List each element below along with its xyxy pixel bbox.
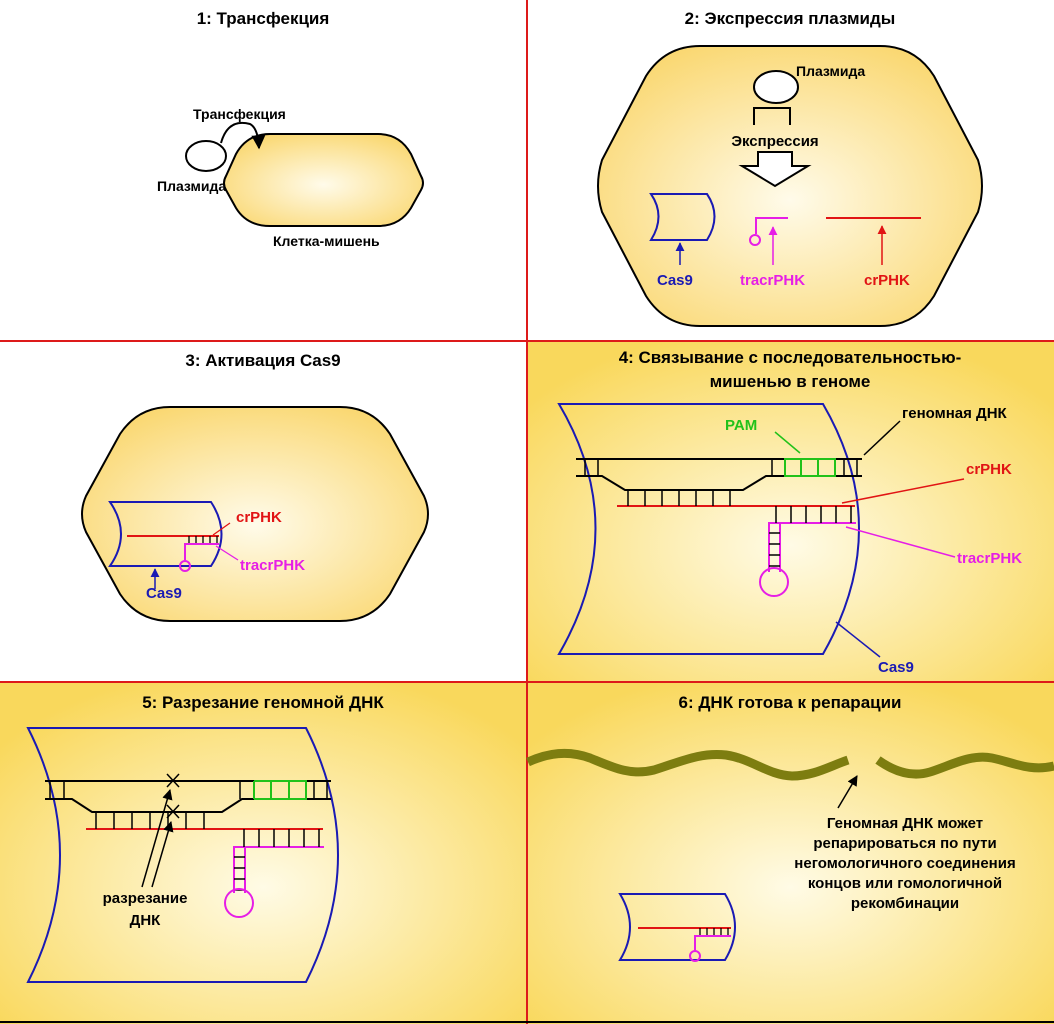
panel-4-title-line2: мишенью в геноме <box>710 372 871 391</box>
dna-broken-left <box>526 748 850 781</box>
activated-cell <box>81 406 429 622</box>
tracr-label-3: tracrPHK <box>240 557 305 574</box>
pam-rungs <box>784 458 836 477</box>
cr-tracr-pairs-5 <box>243 829 320 847</box>
repair-text-line4: концов или гомологичной <box>808 875 1002 892</box>
expression-label: Экспрессия <box>731 133 818 150</box>
dna-rungs-5 <box>49 781 328 799</box>
cr-label-4: crPHK <box>966 461 1012 478</box>
panel-1-title: 1: Трансфекция <box>197 9 330 28</box>
repair-text-line2: репарироваться по пути <box>813 835 996 852</box>
tracr-label-4: tracrPHK <box>957 550 1022 567</box>
cr-label: crPHK <box>864 272 910 289</box>
cut-mark-top <box>166 773 180 788</box>
cr-pointer-3 <box>212 522 231 536</box>
tracr-pointer-4 <box>845 526 956 558</box>
cas9-label-4: Cas9 <box>878 659 914 676</box>
tracr-loop <box>749 234 761 246</box>
cas9-protein <box>649 193 716 241</box>
pam-label: PAM <box>725 417 757 434</box>
panel-3-title: 3: Активация Cas9 <box>185 351 340 370</box>
cas9-pointer-4 <box>835 621 881 658</box>
pam-pointer <box>774 431 801 454</box>
expression-bracket <box>753 107 791 125</box>
expressing-cell <box>597 45 983 327</box>
plasmid-label: Плазмида <box>157 178 226 194</box>
panel-4: 4: Связывание с последовательностью- миш… <box>557 348 1022 676</box>
cas9-large-5 <box>26 727 339 983</box>
panel-6: 6: ДНК готова к репарации Геномная ДНК м… <box>526 693 1054 962</box>
repair-text-line1: Геномная ДНК может <box>827 815 983 832</box>
tracr-loop-3 <box>179 560 191 572</box>
tracr-label: tracrPHK <box>740 272 805 289</box>
expression-arrow <box>738 151 812 188</box>
break-pointer <box>837 775 858 809</box>
plasmid-ellipse <box>185 140 227 172</box>
panel-6-title: 6: ДНК готова к репарации <box>678 693 901 712</box>
tracr-loop-6 <box>689 950 701 962</box>
target-cell-label: Клетка-мишень <box>273 233 380 249</box>
tracr-loop-5 <box>224 888 254 918</box>
cut-label-line1: разрезание <box>103 890 188 907</box>
cut-pointer-top <box>141 788 173 888</box>
cr-tracr-pairs <box>775 506 852 523</box>
cr-dna-pairs <box>627 490 731 506</box>
panel-1: 1: Трансфекция Трансфекция Плазмида Клет… <box>157 9 424 249</box>
plasmid-ellipse-2 <box>753 70 799 104</box>
panel-2-title: 2: Экспрессия плазмиды <box>685 9 896 28</box>
cut-pointer-bottom <box>151 820 174 888</box>
panel-5-title: 5: Разрезание геномной ДНК <box>142 693 384 712</box>
tracr-loop-4 <box>759 567 789 597</box>
cr-dna-pairs-5 <box>95 812 205 829</box>
cr-label-3: crPHK <box>236 509 282 526</box>
released-cas9 <box>618 893 736 961</box>
dna-rungs-4 <box>584 459 858 476</box>
genomic-dna-label: геномная ДНК <box>902 405 1008 422</box>
panel-3: 3: Активация Cas9 crPHK tracrPHK Cas9 <box>81 351 429 622</box>
hairpin-rungs-4 <box>769 532 780 567</box>
transfection-label: Трансфекция <box>193 106 286 122</box>
cas9-label-3: Cas9 <box>146 585 182 602</box>
repair-text-line5: рекомбинации <box>851 895 959 912</box>
cas9-label: Cas9 <box>657 272 693 289</box>
tracr-rna-6 <box>694 935 731 950</box>
target-cell <box>223 133 424 227</box>
panel-2: 2: Экспрессия плазмиды Плазмида Экспресс… <box>597 9 983 327</box>
transfection-arrow <box>220 121 266 150</box>
cas9-complex <box>108 501 223 567</box>
tracr-pointer-3 <box>215 545 239 561</box>
plasmid-label-2: Плазмида <box>796 63 865 79</box>
panel-5: 5: Разрезание геномной ДНК <box>26 693 384 983</box>
base-pairs-3 <box>188 536 218 544</box>
cas9-large <box>557 403 860 655</box>
tracr-rna-5 <box>233 846 324 893</box>
cut-label-line2: ДНК <box>130 912 162 929</box>
base-pairs-6 <box>699 928 729 936</box>
dna-broken-right <box>875 752 1054 779</box>
tracr-rna-3 <box>184 543 219 560</box>
genomic-dna-pointer <box>863 420 901 456</box>
panel-4-title-line1: 4: Связывание с последовательностью- <box>619 348 962 367</box>
cr-pointer-4 <box>841 478 965 504</box>
panel-6-bg <box>527 682 1054 1024</box>
tracr-rna <box>755 217 788 234</box>
cut-mark-bottom <box>166 804 180 819</box>
pam-rungs-5 <box>253 780 307 800</box>
panel-5-bg <box>0 682 527 1024</box>
repair-text-line3: негомологичного соединения <box>794 855 1015 872</box>
